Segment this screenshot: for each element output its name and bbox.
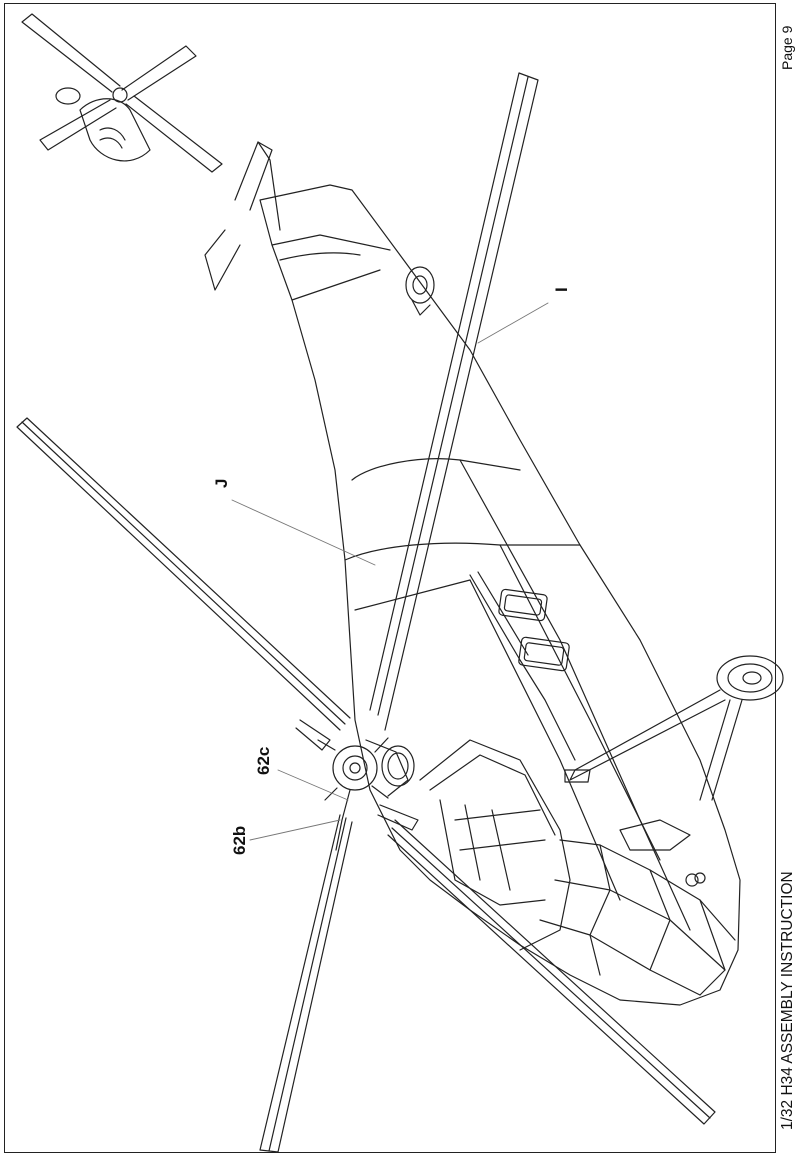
callout-i: I (552, 287, 571, 292)
tail-wheel (405, 266, 435, 316)
rotor-hub (317, 737, 415, 851)
callout-j: J (212, 478, 231, 488)
callout-62c: 62c (254, 746, 273, 775)
page-number: Page 9 (779, 25, 795, 70)
callout-62b: 62b (230, 825, 249, 855)
main-rotor-blades (16, 72, 716, 1153)
cockpit (419, 739, 736, 996)
side-windows (469, 571, 576, 761)
stabilizer (204, 141, 281, 291)
leader-62b (249, 819, 341, 841)
main-landing-gear (564, 655, 784, 801)
document-title: 1/32 H34 ASSEMBLY INSTRUCTION (779, 871, 796, 1130)
leader-j (231, 499, 376, 566)
tail-rotor (21, 13, 223, 173)
fuselage (259, 184, 741, 1006)
leader-62c (277, 769, 349, 801)
page-frame (4, 3, 776, 1153)
leader-i (477, 302, 549, 344)
leader-lines (231, 302, 549, 841)
